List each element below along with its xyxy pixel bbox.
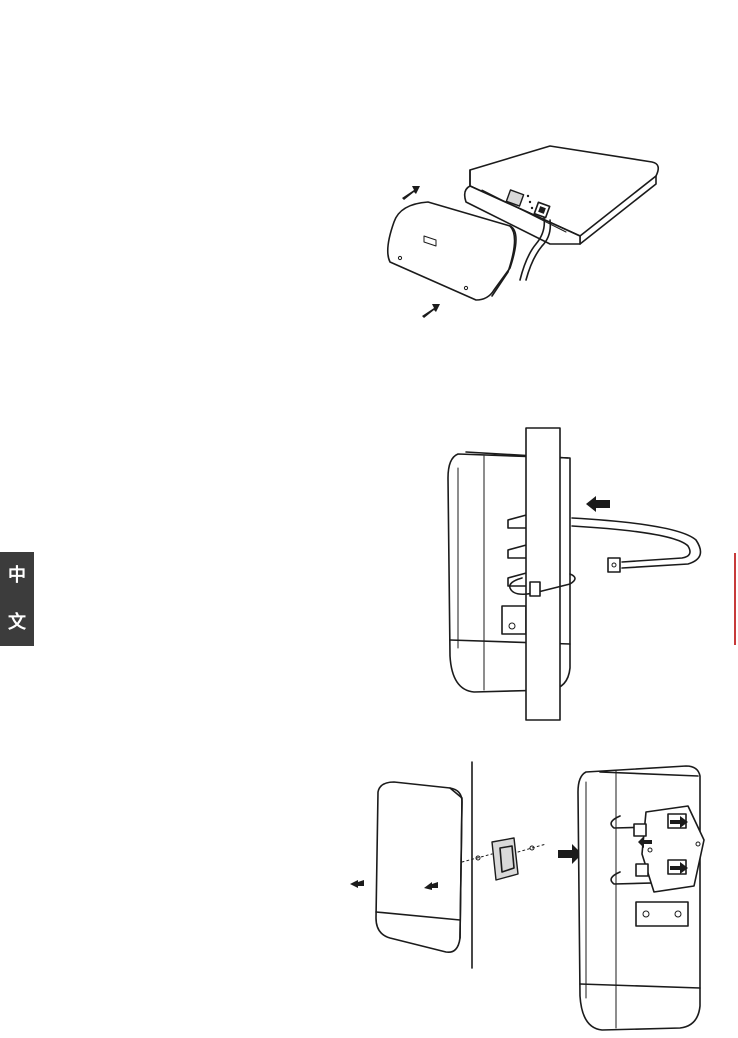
wall-bracket-illustration [350, 762, 730, 1032]
push-arrow-icon [422, 304, 440, 318]
push-arrow-icon [350, 880, 364, 888]
language-tab-char-bottom: 文 [8, 614, 26, 632]
push-arrow-icon [402, 186, 420, 200]
cover-removal-illustration [370, 140, 670, 330]
language-tab: 中 文 [0, 552, 34, 646]
pole-strap-illustration [438, 428, 728, 720]
push-arrow-icon [586, 496, 610, 512]
page-edge-accent [734, 553, 736, 645]
language-tab-char-top: 中 [8, 567, 26, 585]
